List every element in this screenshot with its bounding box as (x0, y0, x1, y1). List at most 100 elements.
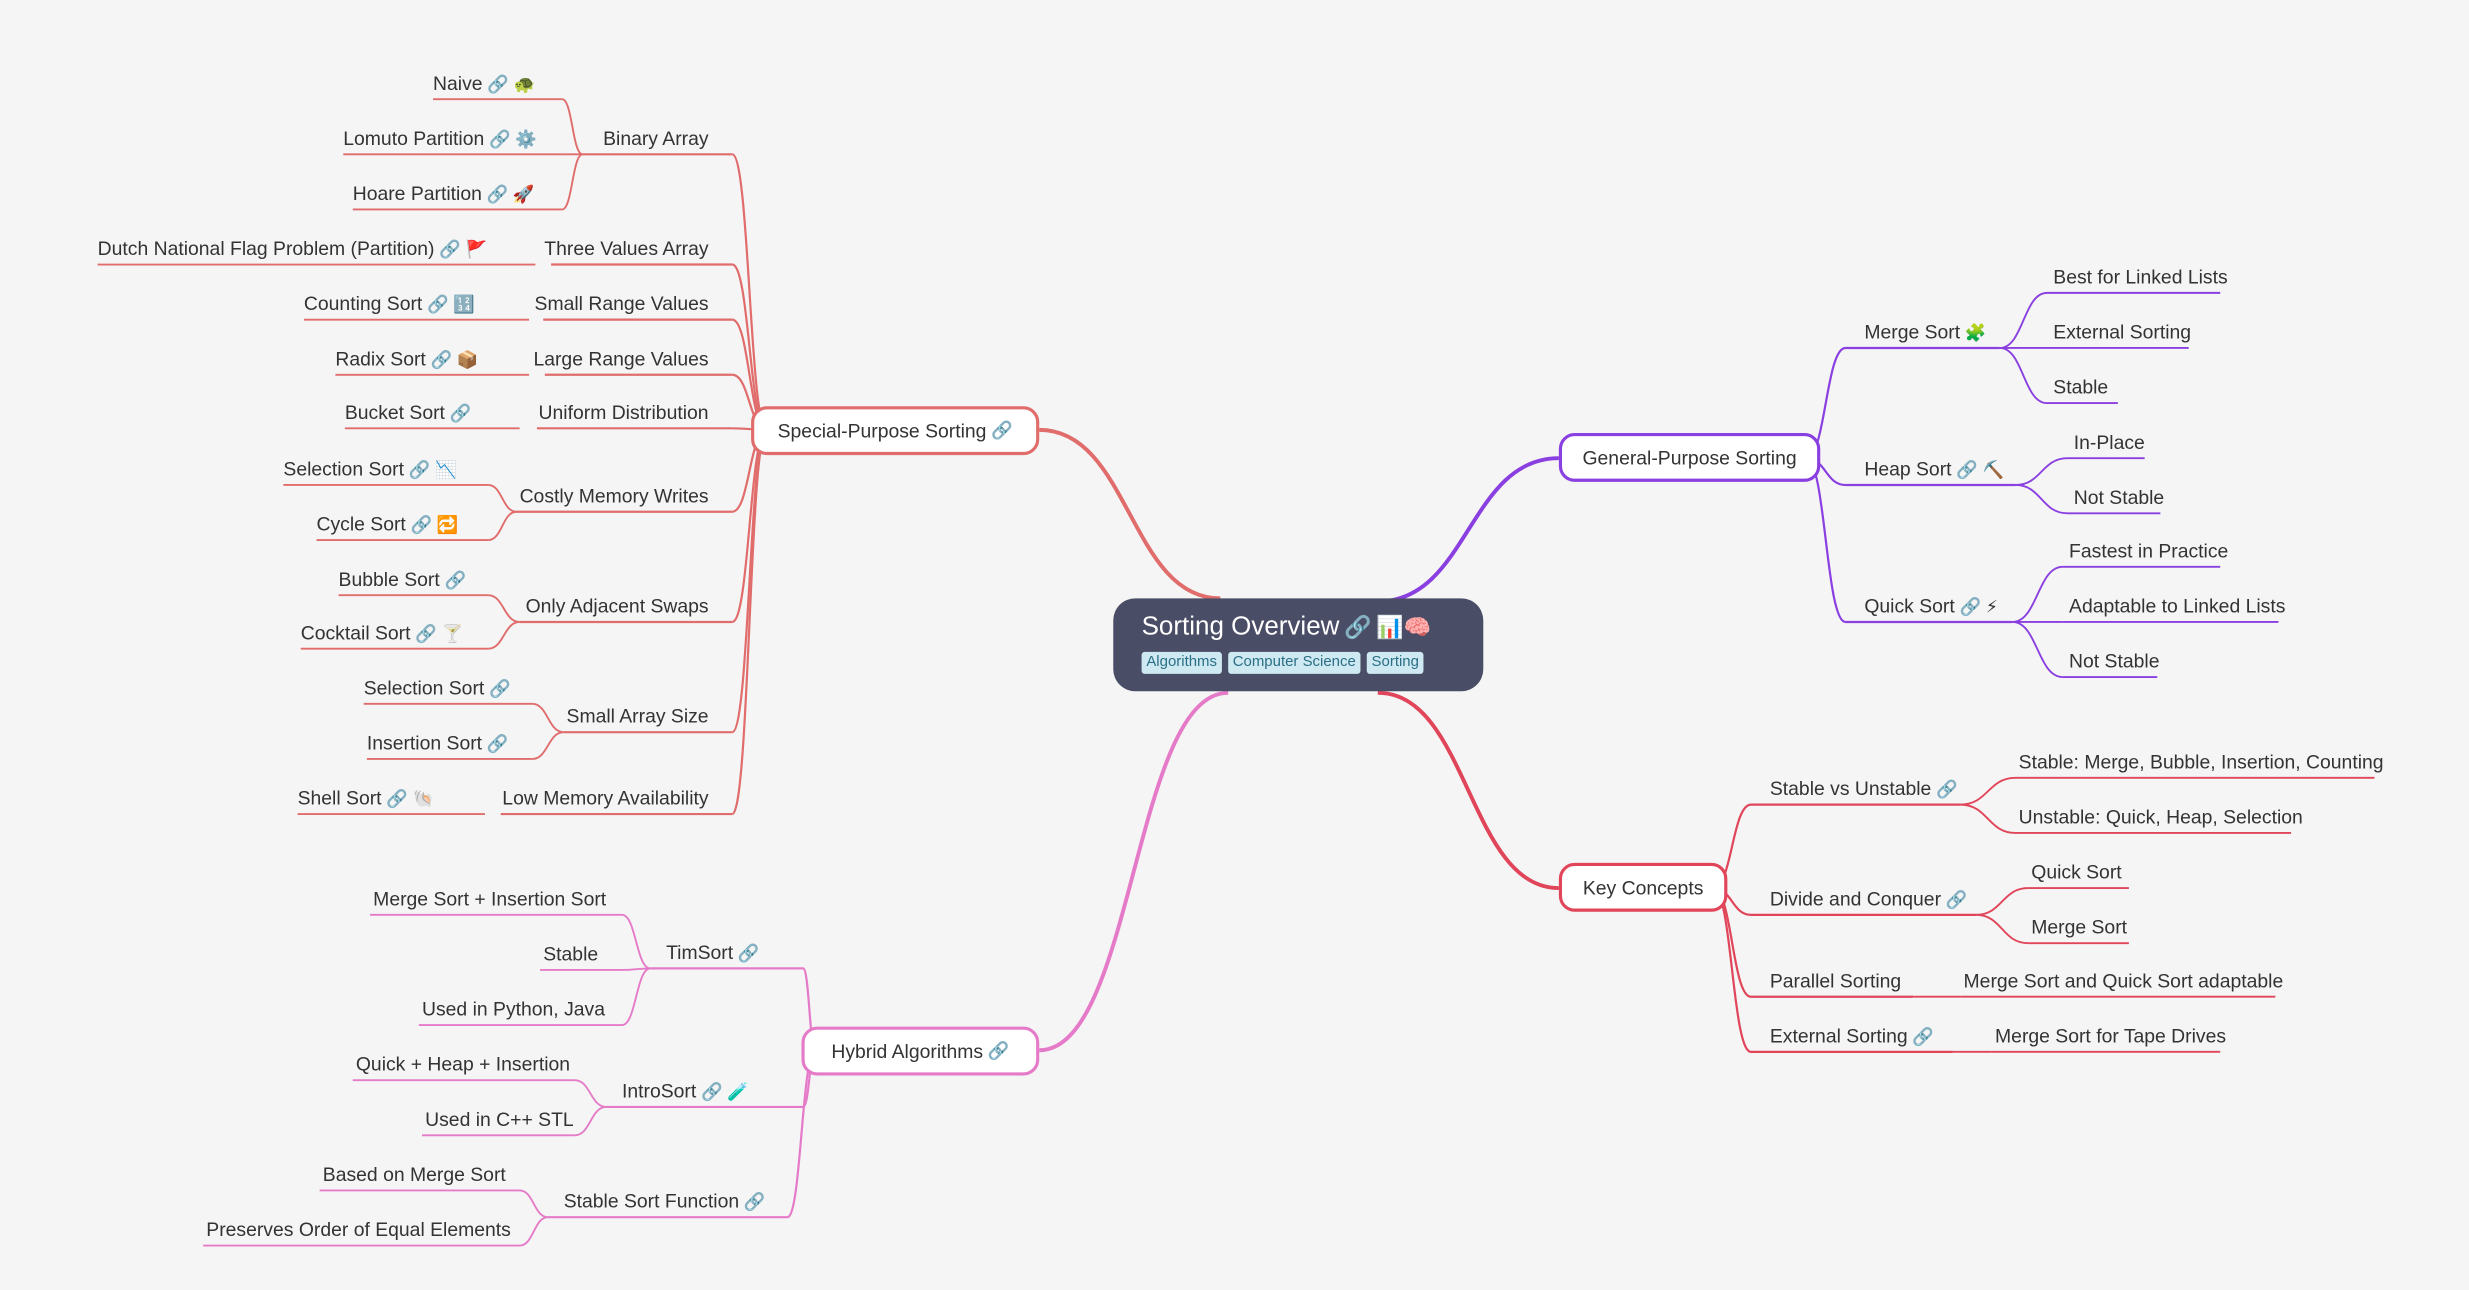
link-icon[interactable]: 🔗 (991, 421, 1013, 441)
node-leaf[interactable]: Selection Sort🔗 (364, 676, 511, 703)
node-leaf[interactable]: Merge Sort and Quick Sort adaptable (1964, 968, 2284, 993)
node-leaf[interactable]: Unstable: Quick, Heap, Selection (2019, 805, 2303, 830)
branch-special-purpose-sorting[interactable]: Special-Purpose Sorting🔗 (751, 406, 1040, 456)
node-level1[interactable]: Low Memory Availability (502, 786, 708, 811)
node-leaf[interactable]: Cycle Sort🔗🔁 (316, 512, 458, 539)
node-leaf[interactable]: Not Stable (2074, 485, 2164, 510)
node-level1-text: Large Range Values (533, 347, 709, 371)
node-leaf-text: Stable: Merge, Bubble, Insertion, Counti… (2018, 751, 2384, 774)
node-leaf[interactable]: Shell Sort🔗🐚 (298, 786, 435, 813)
tag[interactable]: Sorting (1366, 651, 1424, 674)
node-leaf[interactable]: Used in Python, Java (422, 997, 605, 1022)
connector-line (574, 1106, 607, 1137)
branch-key-concepts-label: Key Concepts (1582, 876, 1704, 899)
branch-hybrid-algorithms[interactable]: Hybrid Algorithms🔗 (801, 1026, 1040, 1076)
node-level1[interactable]: Uniform Distribution (539, 400, 709, 425)
node-leaf[interactable]: Not Stable (2069, 649, 2159, 674)
connector-line (621, 967, 651, 1027)
link-icon[interactable]: 🔗 (488, 130, 511, 150)
link-icon[interactable]: 🔗 (1959, 598, 1982, 618)
node-leaf[interactable]: Best for Linked Lists (2053, 265, 2227, 290)
node-level1[interactable]: Quick Sort🔗⚡ (1864, 594, 1998, 621)
link-icon[interactable]: 🔗 (1936, 781, 1958, 800)
tag[interactable]: Algorithms (1141, 651, 1222, 674)
link-icon[interactable]: 🔗 (1344, 614, 1372, 640)
link-icon[interactable]: 🔗 (1945, 891, 1968, 911)
node-leaf[interactable]: Lomuto Partition🔗⚙️ (343, 126, 537, 153)
root-node[interactable]: Sorting Overview🔗📊🧠 Algorithms Computer … (1113, 598, 1484, 692)
node-leaf-text: Best for Linked Lists (2053, 266, 2228, 289)
node-leaf[interactable]: Quick Sort (2031, 860, 2121, 885)
node-leaf[interactable]: Stable (543, 942, 598, 967)
node-leaf[interactable]: In-Place (2074, 430, 2145, 455)
node-level1[interactable]: Costly Memory Writes (520, 483, 709, 508)
node-leaf[interactable]: Merge Sort for Tape Drives (1995, 1024, 2226, 1049)
connector-line (1960, 803, 2016, 834)
node-leaf[interactable]: Preserves Order of Equal Elements (206, 1217, 511, 1242)
node-level1[interactable]: Large Range Values (533, 346, 708, 371)
node-level1[interactable]: Small Range Values (535, 291, 709, 316)
node-level1[interactable]: Only Adjacent Swaps (526, 594, 709, 619)
node-leaf[interactable]: Quick + Heap + Insertion (356, 1052, 570, 1077)
node-level1[interactable]: Three Values Array (544, 236, 708, 261)
link-icon[interactable]: 🔗 (449, 404, 472, 424)
node-leaf[interactable]: Bucket Sort🔗 (345, 400, 471, 427)
node-leaf[interactable]: Dutch National Flag Problem (Partition)🔗… (98, 236, 487, 263)
connector-line (1039, 690, 1229, 1053)
node-leaf[interactable]: Stable (2053, 375, 2108, 400)
link-icon[interactable]: 🔗 (410, 516, 433, 536)
node-leaf[interactable]: Merge Sort + Insertion Sort (373, 887, 606, 912)
link-icon[interactable]: 🔗 (427, 296, 449, 315)
link-icon[interactable]: 🔗 (439, 240, 461, 260)
node-leaf[interactable]: Insertion Sort🔗 (367, 731, 508, 758)
node-leaf[interactable]: Adaptable to Linked Lists (2069, 594, 2285, 619)
link-icon[interactable]: 🔗 (444, 571, 467, 591)
node-leaf[interactable]: Bubble Sort🔗 (339, 567, 466, 594)
link-icon[interactable]: 🔗 (700, 1083, 723, 1103)
link-icon[interactable]: 🔗 (430, 351, 453, 371)
node-leaf-text: Radix Sort (335, 347, 426, 371)
node-leaf[interactable]: Fastest in Practice (2069, 539, 2228, 564)
link-icon[interactable]: 🔗 (987, 1042, 1010, 1062)
node-leaf[interactable]: Hoare Partition🔗🚀 (353, 181, 535, 208)
link-icon[interactable]: 🔗 (415, 625, 437, 645)
tag[interactable]: Computer Science (1228, 651, 1361, 674)
node-level1[interactable]: IntroSort🔗🧪 (622, 1079, 749, 1106)
link-icon[interactable]: 🔗 (486, 185, 509, 205)
node-leaf[interactable]: Used in C++ STL (425, 1107, 574, 1132)
node-leaf-text: Not Stable (2073, 486, 2165, 509)
node-leaf[interactable]: Based on Merge Sort (323, 1162, 506, 1187)
node-leaf-text: Stable (2053, 376, 2109, 399)
chart-brain-emoji-icon: 📊🧠 (1376, 614, 1432, 640)
node-leaf[interactable]: Selection Sort🔗📉 (283, 457, 456, 484)
branch-key-concepts[interactable]: Key Concepts (1558, 862, 1728, 912)
node-level1[interactable]: Binary Array (603, 126, 708, 151)
branch-general-purpose-sorting[interactable]: General-Purpose Sorting (1558, 433, 1821, 482)
link-icon[interactable]: 🔗 (486, 735, 509, 755)
link-icon[interactable]: 🔗 (489, 680, 511, 700)
node-level1[interactable]: TimSort🔗 (666, 940, 759, 967)
node-leaf[interactable]: External Sorting (2053, 320, 2191, 345)
node-leaf[interactable]: Naive🔗🐢 (433, 71, 535, 98)
node-level1[interactable]: Parallel Sorting (1770, 968, 1901, 993)
link-icon[interactable]: 🔗 (1956, 461, 1978, 481)
node-level1[interactable]: Small Array Size (567, 704, 709, 729)
node-level1[interactable]: Merge Sort🧩 (1864, 320, 1986, 347)
node-level1[interactable]: Heap Sort🔗⛏️ (1864, 457, 2004, 484)
node-leaf[interactable]: Counting Sort🔗🔢 (304, 291, 475, 318)
node-level1[interactable]: Divide and Conquer🔗 (1770, 887, 1967, 914)
link-icon[interactable]: 🔗 (487, 75, 509, 95)
node-leaf[interactable]: Stable: Merge, Bubble, Insertion, Counti… (2019, 750, 2384, 775)
node-level1[interactable]: Stable vs Unstable🔗 (1770, 776, 1958, 803)
link-icon[interactable]: 🔗 (386, 790, 408, 810)
node-leaf-text: Used in Python, Java (421, 998, 605, 1021)
node-leaf[interactable]: Merge Sort (2031, 915, 2127, 940)
link-icon[interactable]: 🔗 (1912, 1028, 1934, 1048)
link-icon[interactable]: 🔗 (408, 461, 431, 481)
node-leaf[interactable]: Cocktail Sort🔗🍸 (301, 620, 463, 647)
link-icon[interactable]: 🔗 (743, 1193, 766, 1213)
link-icon[interactable]: 🔗 (737, 944, 760, 964)
node-leaf[interactable]: Radix Sort🔗📦 (335, 346, 478, 373)
node-level1[interactable]: External Sorting🔗 (1770, 1024, 1934, 1051)
node-level1[interactable]: Stable Sort Function🔗 (564, 1189, 766, 1216)
